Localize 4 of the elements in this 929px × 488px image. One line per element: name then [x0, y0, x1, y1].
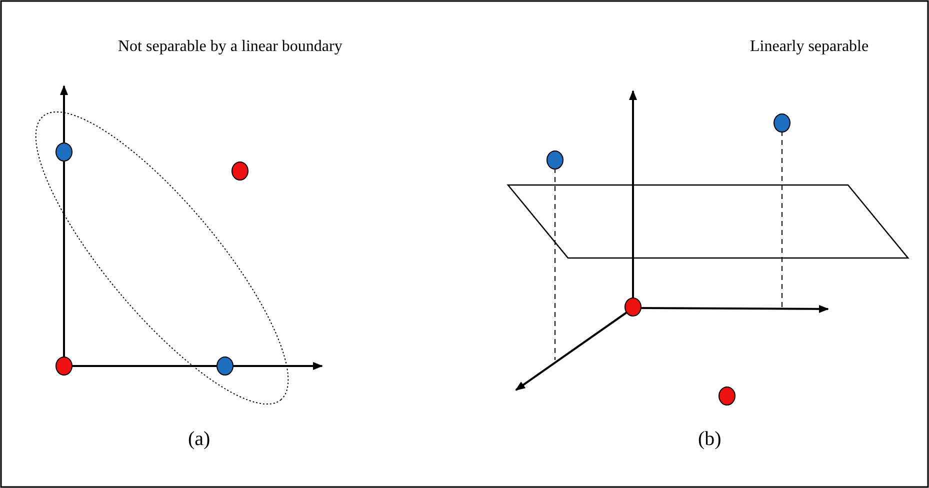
heading: Not separable by a linear boundary	[118, 38, 342, 56]
panel-label: (b)	[698, 428, 722, 451]
heading: Linearly separable	[750, 38, 869, 56]
panel-label: (a)	[188, 428, 210, 451]
